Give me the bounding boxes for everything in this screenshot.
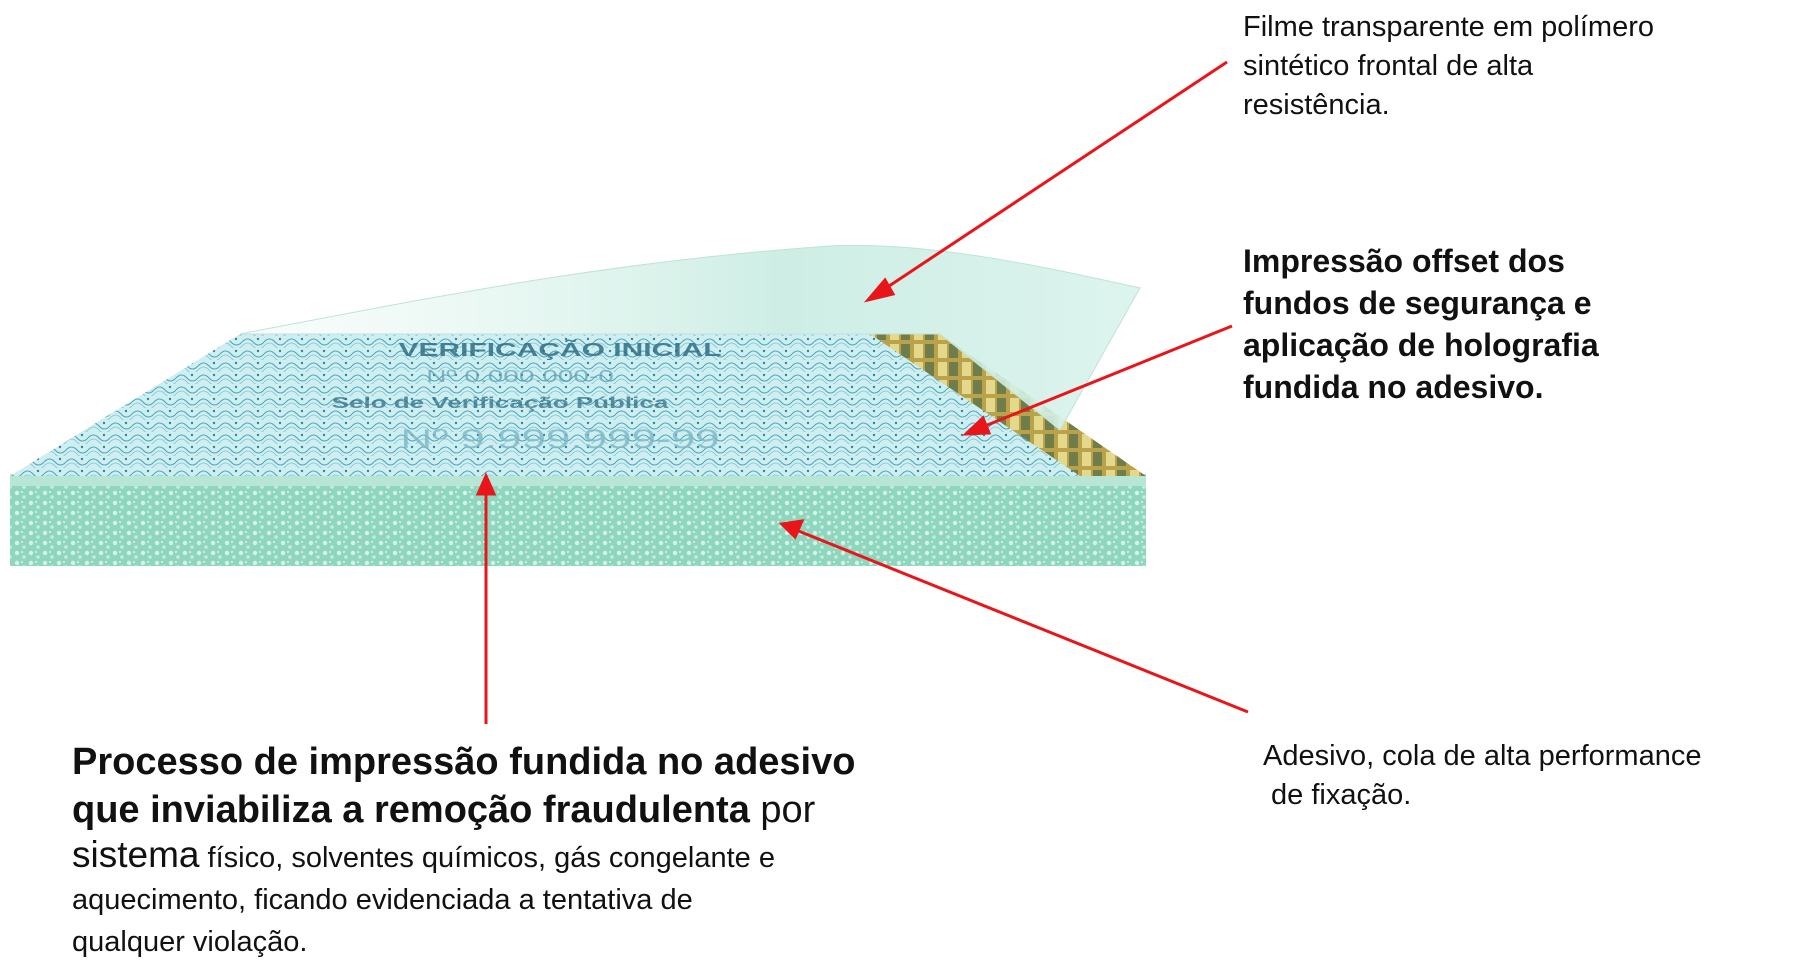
process-body-line: qualquer violação. <box>72 926 308 958</box>
process-arrow-head <box>475 472 497 496</box>
adhesive-label: Adesivo, cola de alta performance de fix… <box>1263 737 1793 815</box>
film-arrow <box>879 60 1228 294</box>
adhesive-label-line: Adesivo, cola de alta performance <box>1263 740 1702 772</box>
label-serial-text: Nº 9.999.999-99 <box>400 423 719 454</box>
callout-arrows <box>475 60 1249 724</box>
process-bold-line-2: que inviabiliza a remoção fraudulenta po… <box>72 786 1012 834</box>
adhesive-arrow-head <box>778 519 805 540</box>
process-body-line: aquecimento, ficando evidenciada a tenta… <box>72 884 693 916</box>
printed-surface <box>10 334 1146 476</box>
process-body: sistema físico, solventes químicos, gás … <box>72 834 1012 963</box>
film-arrow-head <box>863 277 896 303</box>
adhesive-label-line: de fixação. <box>1263 779 1412 811</box>
film-label-line: resistência. <box>1243 89 1390 121</box>
film-label-line: sintético frontal de alta <box>1243 50 1534 82</box>
base-top-band <box>10 474 1146 486</box>
adhesive-layer <box>10 476 1146 566</box>
offset-arrow-head <box>962 415 992 436</box>
offset-label-line: Impressão offset dos <box>1243 243 1565 279</box>
film-label-line: Filme transparente em polímero <box>1243 11 1654 43</box>
offset-label-line: aplicação de holografia <box>1243 327 1599 363</box>
film-label: Filme transparente em polímero sintético… <box>1243 8 1763 125</box>
label-number-text: Nº 0.000.000-0 <box>426 366 614 385</box>
process-description: Processo de impressão fundida no adesivo… <box>72 738 1012 963</box>
adhesive-arrow <box>795 528 1249 714</box>
offset-label-line: fundida no adesivo. <box>1243 369 1544 405</box>
offset-label-line: fundos de segurança e <box>1243 285 1592 321</box>
process-bold-line: Processo de impressão fundida no adesivo <box>72 741 856 783</box>
label-title-text: VERIFICAÇÃO INICIAL <box>398 338 721 360</box>
process-normal-tail: por <box>749 789 816 831</box>
process-body-first: físico, solventes químicos, gás congelan… <box>199 842 775 874</box>
transparent-film <box>239 244 1141 431</box>
offset-print-label: Impressão offset dos fundos de segurança… <box>1243 240 1763 408</box>
process-bold-text: que inviabiliza a remoção fraudulenta <box>72 789 750 831</box>
offset-arrow <box>979 324 1233 430</box>
label-subtitle-text: Selo de Verificação Pública <box>332 393 670 412</box>
process-large-word: sistema <box>72 834 200 875</box>
hologram-strip <box>870 334 1146 476</box>
